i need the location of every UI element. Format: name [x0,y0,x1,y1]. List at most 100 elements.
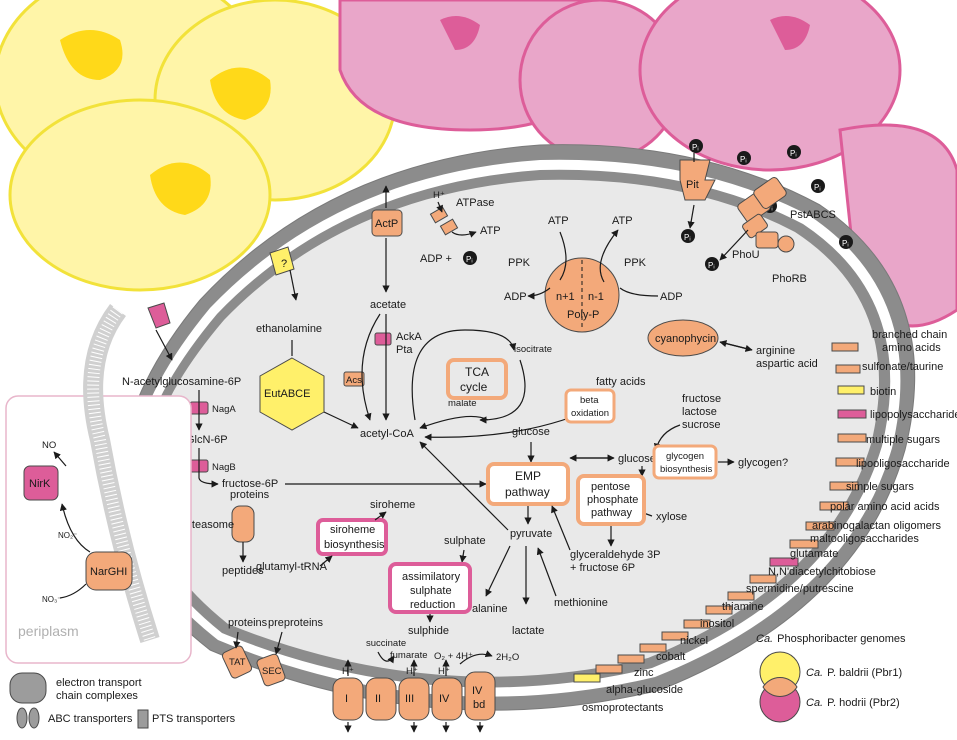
proteins2-label: proteins [228,617,268,629]
o2-label: O₂ + 4H⁺ [434,651,473,662]
glutamyl-label: glutamyl-tRNA [256,561,328,573]
acetate-block: acetate AckA Pta Acs [343,299,422,421]
actp-label: ActP [375,218,398,230]
glyco-l2: biosynthesis [660,464,713,475]
ppp-l1: pentose [591,481,630,493]
legend-right: Ca.Phosphoribacter genomes Ca.P. baldrii… [756,633,906,723]
no2-label: NO₂⁻ [58,531,77,540]
alanine-label: alanine [472,603,507,615]
svg-text:Ca.P. baldrii (Pbr1): Ca.P. baldrii (Pbr1) [806,667,902,679]
substrate-1: amino acids [882,342,941,354]
glyco-l1: glycogen [666,451,704,462]
complex-iv-bd-1: IV [472,685,483,697]
nagb-label: NagB [212,462,236,473]
emp-l2: pathway [505,485,550,499]
succinate-label: succinate [366,638,406,649]
substrate-5: multiple sugars [866,434,940,446]
adp-left: ADP [504,291,527,303]
adp-right: ADP [660,291,683,303]
sirobio-l2: biosynthesis [324,539,385,551]
h-plus-2: H⁺ [406,666,418,677]
h2o-label: 2H₂O [496,652,519,663]
atp-right: ATP [612,215,633,227]
svg-text:Pᵢ: Pᵢ [790,149,797,158]
methionine-label: methionine [554,597,608,609]
substrate-18: zinc [634,667,654,679]
pink-cells-background [338,0,957,328]
sulphate-reduction: sulphate assimilatory sulphate reduction… [388,535,486,637]
complex-ii: II [375,693,381,705]
acs-label: Acs [346,375,362,386]
substrate-0: branched chain [872,329,947,341]
tca-cycle: isocitrate malate TCA cycle [411,329,552,424]
svg-text:Ca.Phosphoribacter genomes: Ca.Phosphoribacter genomes [756,633,906,645]
legend-pts: PTS transporters [152,713,236,725]
fruc-l2: lactose [682,406,717,418]
h-plus-3: H⁺ [438,666,450,677]
arginine-label: arginine [756,345,795,357]
ppp-l3: pathway [591,507,632,519]
glycogen-q: glycogen? [738,457,788,469]
acka-label: AckA [396,331,422,343]
peptides-label: peptides [222,565,264,577]
glcn-label: GlcN-6P [186,434,228,446]
substrate-16: nickel [680,635,708,647]
atpase: H⁺ ATPase ATP ADP + Pᵢ [420,190,501,265]
substrate-4: lipopolysaccharide [870,409,957,421]
substrate-8: polar amino acid acids [830,501,940,513]
substrate-10: maltooligosaccharides [810,533,919,545]
sec-label: SEC [262,666,282,677]
complex-iv-bd-2: bd [473,699,485,711]
complex-iii: III [405,693,414,705]
unknown-transporter: ? [269,246,299,301]
nirk-label: NirK [29,478,51,490]
svg-text:Pᵢ: Pᵢ [740,155,747,164]
tat-label: TAT [229,657,246,668]
tca-l2: cycle [460,380,488,394]
actp-transporter: ActP [371,185,403,293]
malate-label: malate [448,398,477,409]
main-cell [111,144,916,711]
legend-left: electron transport chain complexes ABC t… [9,672,236,729]
fatty-label: fatty acids [596,376,646,388]
ppp-pathway: pentose phosphate pathway glyceraldehyde… [551,474,661,574]
pit-label: Pit [686,179,699,191]
substrate-12: N,N'diacetylchitobiose [768,566,876,578]
beta-l2: oxidation [571,408,609,419]
emp-l1: EMP [515,469,541,483]
polyp-label: Poly-P [567,309,599,321]
cyanophycin: cyanophycin arginine aspartic acid [647,319,818,370]
siroheme: siroheme siroheme biosynthesis glutamyl-… [256,499,415,573]
svg-text:Pᵢ: Pᵢ [692,143,699,152]
no3-label: NO₃⁻ [42,595,61,604]
beta-oxidation: beta oxidation fatty acids [564,376,646,424]
glucose-label: glucose [512,426,550,438]
isocitrate-label: isocitrate [514,344,552,355]
legend-abc: ABC transporters [48,713,133,725]
asr-l2: sulphate [410,585,452,597]
substrate-13: spermidine/putrescine [746,583,854,595]
proteasome: proteins proteasome peptides [176,489,270,577]
acetate-label: acetate [370,299,406,311]
beta-l1: beta [580,395,599,406]
aspartic-label: aspartic acid [756,358,818,370]
acetylcoa-label: acetyl-CoA [360,428,414,440]
substrate-labels: branched chain amino acids sulfonate/tau… [582,329,957,714]
atpase-label: ATPase [456,197,494,209]
naga-label: NagA [212,404,236,415]
substrate-7: simple sugars [846,481,914,493]
sulphide-label: sulphide [408,625,449,637]
phou-label: PhoU [732,249,760,261]
substrate-11: glutamate [790,548,838,560]
atpase-h: H⁺ [433,190,445,201]
pstabcs-complex: PstABCS PhoU PhoRB Pᵢ [705,177,836,285]
fruc-l3: sucrose [682,419,721,431]
sulphate-label: sulphate [444,535,486,547]
substrate-2: sulfonate/taurine [862,361,943,373]
legend-etc-l2: chain complexes [56,690,138,702]
lactate-label: lactate [512,625,544,637]
fumarate-label: fumarate [390,650,428,661]
siroheme-label: siroheme [370,499,415,511]
